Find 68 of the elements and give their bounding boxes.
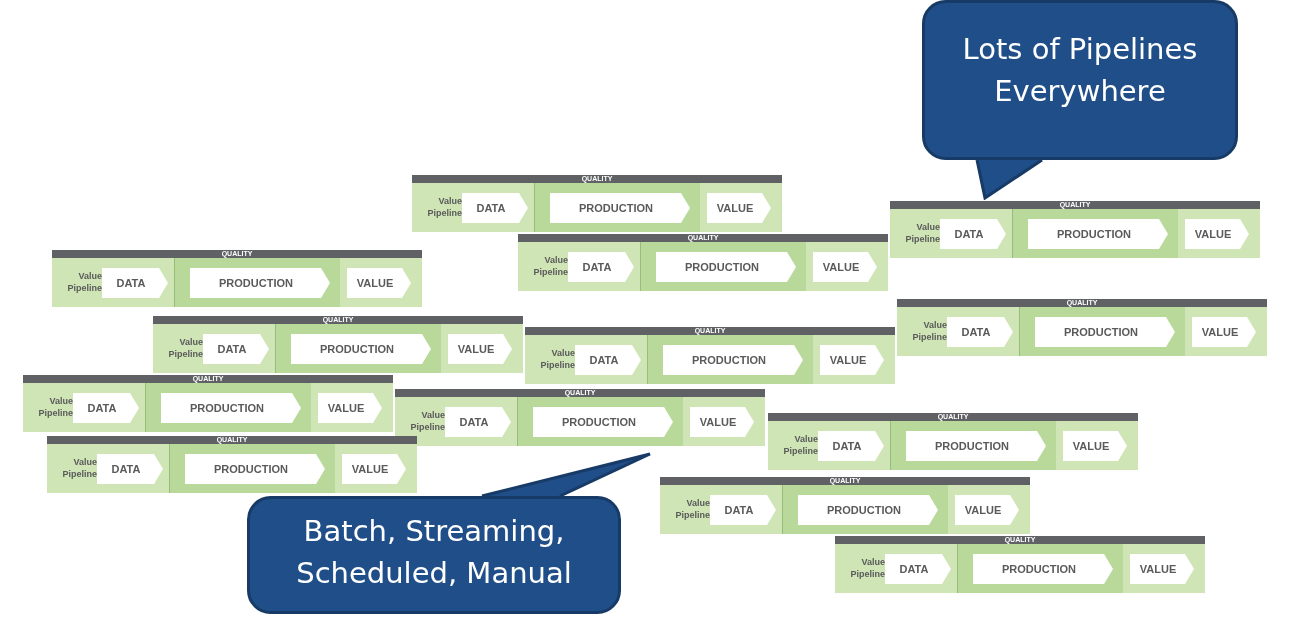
chevron-step: VALUE	[318, 393, 382, 423]
pipeline-label: Value Pipeline	[167, 336, 203, 360]
pipeline-band	[890, 201, 1260, 258]
chevron-step: VALUE	[820, 345, 884, 375]
pipeline-label: Value Pipeline	[532, 254, 568, 278]
chevron-step: PRODUCTION	[550, 193, 690, 223]
chevron-step: PRODUCTION	[190, 268, 330, 298]
chevron-step: DATA	[575, 345, 641, 375]
pipeline-label: Value Pipeline	[849, 556, 885, 580]
pipeline-label: Value Pipeline	[674, 497, 710, 521]
chevron-step: VALUE	[1192, 317, 1256, 347]
chevron-step: PRODUCTION	[185, 454, 325, 484]
chevron-step: VALUE	[955, 495, 1019, 525]
pipeline-label: Value Pipeline	[66, 270, 102, 294]
pipeline-band	[23, 375, 393, 432]
callout-text: Batch, Streaming, Scheduled, Manual	[295, 513, 573, 592]
chevron-step: DATA	[73, 393, 139, 423]
chevron-step: PRODUCTION	[291, 334, 431, 364]
chevron-step: VALUE	[1185, 219, 1249, 249]
chevron-step: DATA	[102, 268, 168, 298]
chevron-step: PRODUCTION	[161, 393, 301, 423]
pipeline-band	[768, 413, 1138, 470]
pipeline-band	[660, 477, 1030, 534]
chevron-step: PRODUCTION	[973, 554, 1113, 584]
chevron-step: DATA	[462, 193, 528, 223]
chevron-step: PRODUCTION	[798, 495, 938, 525]
chevron-step: DATA	[947, 317, 1013, 347]
chevron-step: VALUE	[1130, 554, 1194, 584]
pipeline-label: Value Pipeline	[61, 456, 97, 480]
chevron-step: DATA	[568, 252, 634, 282]
pipeline-band	[897, 299, 1267, 356]
chevron-step: VALUE	[342, 454, 406, 484]
chevron-step: DATA	[710, 495, 776, 525]
pipeline-label: Value Pipeline	[539, 347, 575, 371]
pipeline-label: Value Pipeline	[911, 319, 947, 343]
chevron-step: PRODUCTION	[656, 252, 796, 282]
chevron-step: DATA	[940, 219, 1006, 249]
pipeline-label: Value Pipeline	[426, 195, 462, 219]
chevron-step: PRODUCTION	[1035, 317, 1175, 347]
pipeline-band	[47, 436, 417, 493]
speech-bubble	[922, 0, 1238, 160]
chevron-step: VALUE	[347, 268, 411, 298]
pipeline-label: Value Pipeline	[37, 395, 73, 419]
chevron-step: VALUE	[1063, 431, 1127, 461]
chevron-step: PRODUCTION	[1028, 219, 1168, 249]
chevron-step: PRODUCTION	[533, 407, 673, 437]
chevron-step: DATA	[885, 554, 951, 584]
pipeline-band	[153, 316, 523, 373]
chevron-step: VALUE	[448, 334, 512, 364]
pipeline-band	[518, 234, 888, 291]
pipeline-label: Value Pipeline	[782, 433, 818, 457]
chevron-step: VALUE	[813, 252, 877, 282]
chevron-step: PRODUCTION	[663, 345, 803, 375]
chevron-step: PRODUCTION	[906, 431, 1046, 461]
pipeline-label: Value Pipeline	[409, 409, 445, 433]
chevron-step: DATA	[445, 407, 511, 437]
pipeline-label: Value Pipeline	[904, 221, 940, 245]
chevron-step: DATA	[97, 454, 163, 484]
chevron-step: DATA	[818, 431, 884, 461]
chevron-step: VALUE	[707, 193, 771, 223]
pipeline-band	[525, 327, 895, 384]
pipeline-band	[52, 250, 422, 307]
pipeline-band	[395, 389, 765, 446]
pipeline-band	[835, 536, 1205, 593]
chevron-step: VALUE	[690, 407, 754, 437]
pipeline-band	[412, 175, 782, 232]
callout-text: Lots of Pipelines Everywhere	[961, 31, 1199, 110]
chevron-step: DATA	[203, 334, 269, 364]
